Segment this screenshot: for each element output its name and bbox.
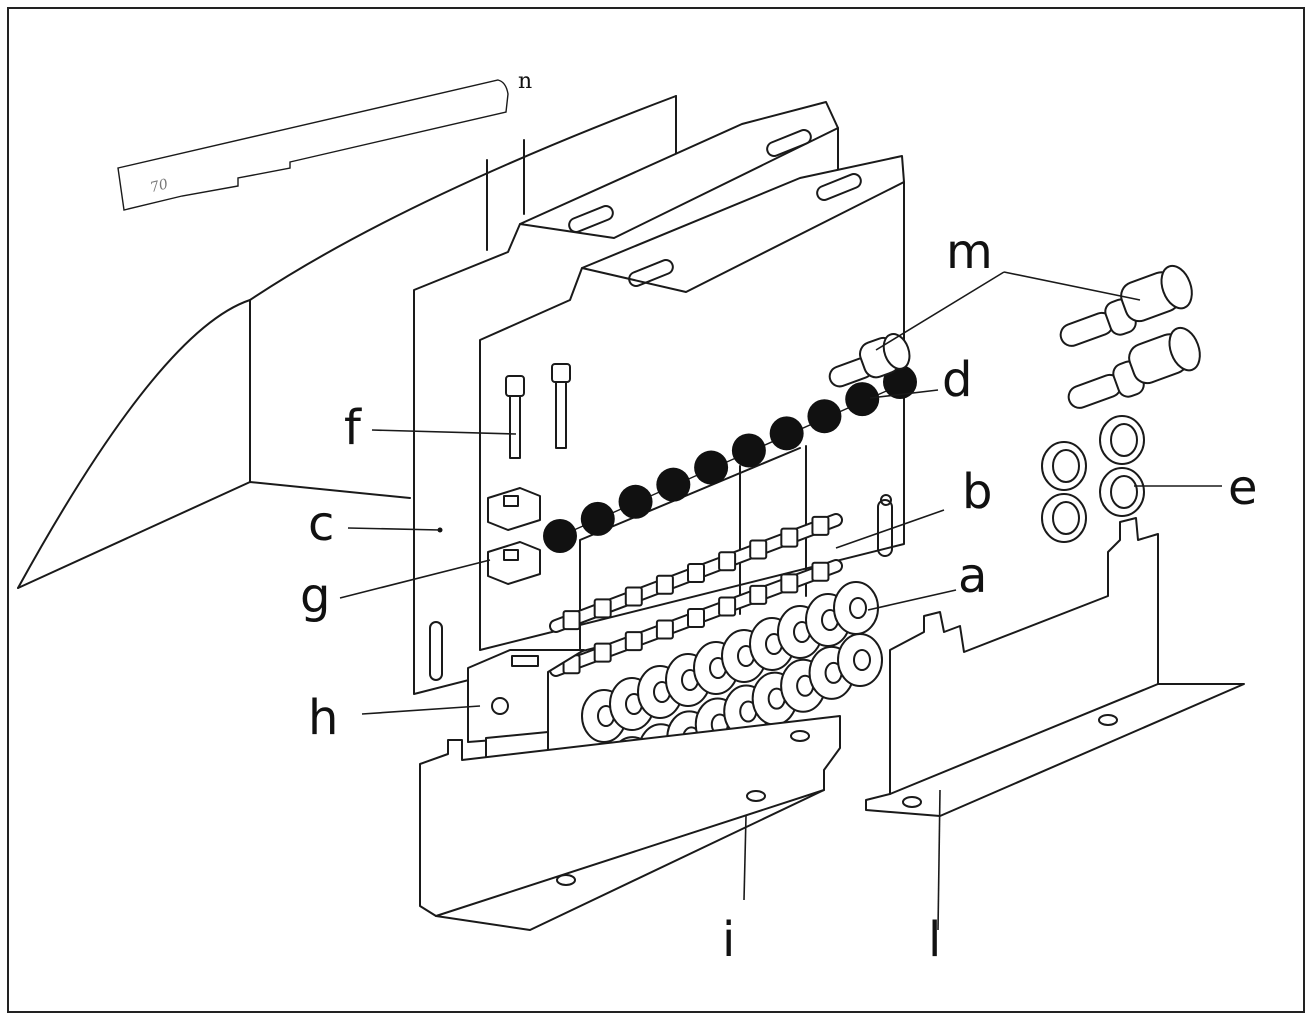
black-bead: [656, 467, 691, 502]
outer-frame: [7, 7, 1305, 1013]
hex-nut: [687, 563, 705, 583]
label-l: l: [928, 912, 941, 968]
black-bead: [731, 433, 766, 468]
right-l-bracket: [865, 517, 1245, 817]
washer-hole: [853, 649, 871, 671]
hex-nut: [593, 598, 612, 619]
washer: [837, 633, 883, 687]
hex-nut: [780, 573, 799, 594]
black-bead: [580, 501, 615, 536]
label-g: g: [300, 568, 330, 624]
template-tag-text: 70: [149, 176, 170, 196]
label-e: e: [1228, 460, 1258, 516]
label-i: i: [722, 912, 735, 968]
label-m: m: [946, 224, 993, 280]
pole-row-b: [549, 513, 843, 677]
washer-hole: [849, 597, 867, 619]
hex-nut: [718, 596, 737, 617]
hex-nut: [749, 539, 768, 560]
bottom-channel-i: [419, 715, 841, 931]
template-strip-n: 70: [117, 79, 509, 211]
label-d: d: [942, 352, 972, 408]
label-f: f: [344, 400, 362, 456]
label-n: n: [518, 69, 532, 94]
hex-nut: [624, 586, 643, 607]
hex-nut: [811, 515, 830, 536]
long-bolts-f: [505, 363, 571, 459]
hex-nut: [655, 574, 674, 595]
hex-nut: [687, 608, 705, 628]
black-bead: [618, 484, 653, 519]
hex-nut: [624, 631, 643, 652]
black-bead: [845, 382, 880, 417]
leader-lines: [339, 271, 1222, 931]
label-a: a: [958, 548, 987, 604]
hex-nut: [780, 527, 799, 548]
hex-nut: [562, 610, 581, 631]
black-bead: [769, 416, 804, 451]
hex-nut: [655, 619, 674, 640]
black-bead: [807, 399, 842, 434]
hex-nut: [749, 584, 768, 605]
ring-spacers-e: [1041, 415, 1145, 543]
hex-nut: [811, 561, 830, 582]
label-c: c: [308, 496, 334, 552]
curved-wall-panel: [17, 95, 677, 589]
cage-clips-g: [487, 487, 541, 585]
washer: [833, 581, 879, 635]
black-beads-row-d: [543, 365, 917, 553]
mounting-pins-m: [828, 264, 1201, 409]
hex-nut: [593, 642, 612, 663]
black-bead: [694, 450, 729, 485]
black-bead: [543, 519, 577, 553]
hex-nut: [718, 551, 737, 572]
label-b: b: [962, 464, 992, 520]
label-h: h: [308, 690, 338, 746]
